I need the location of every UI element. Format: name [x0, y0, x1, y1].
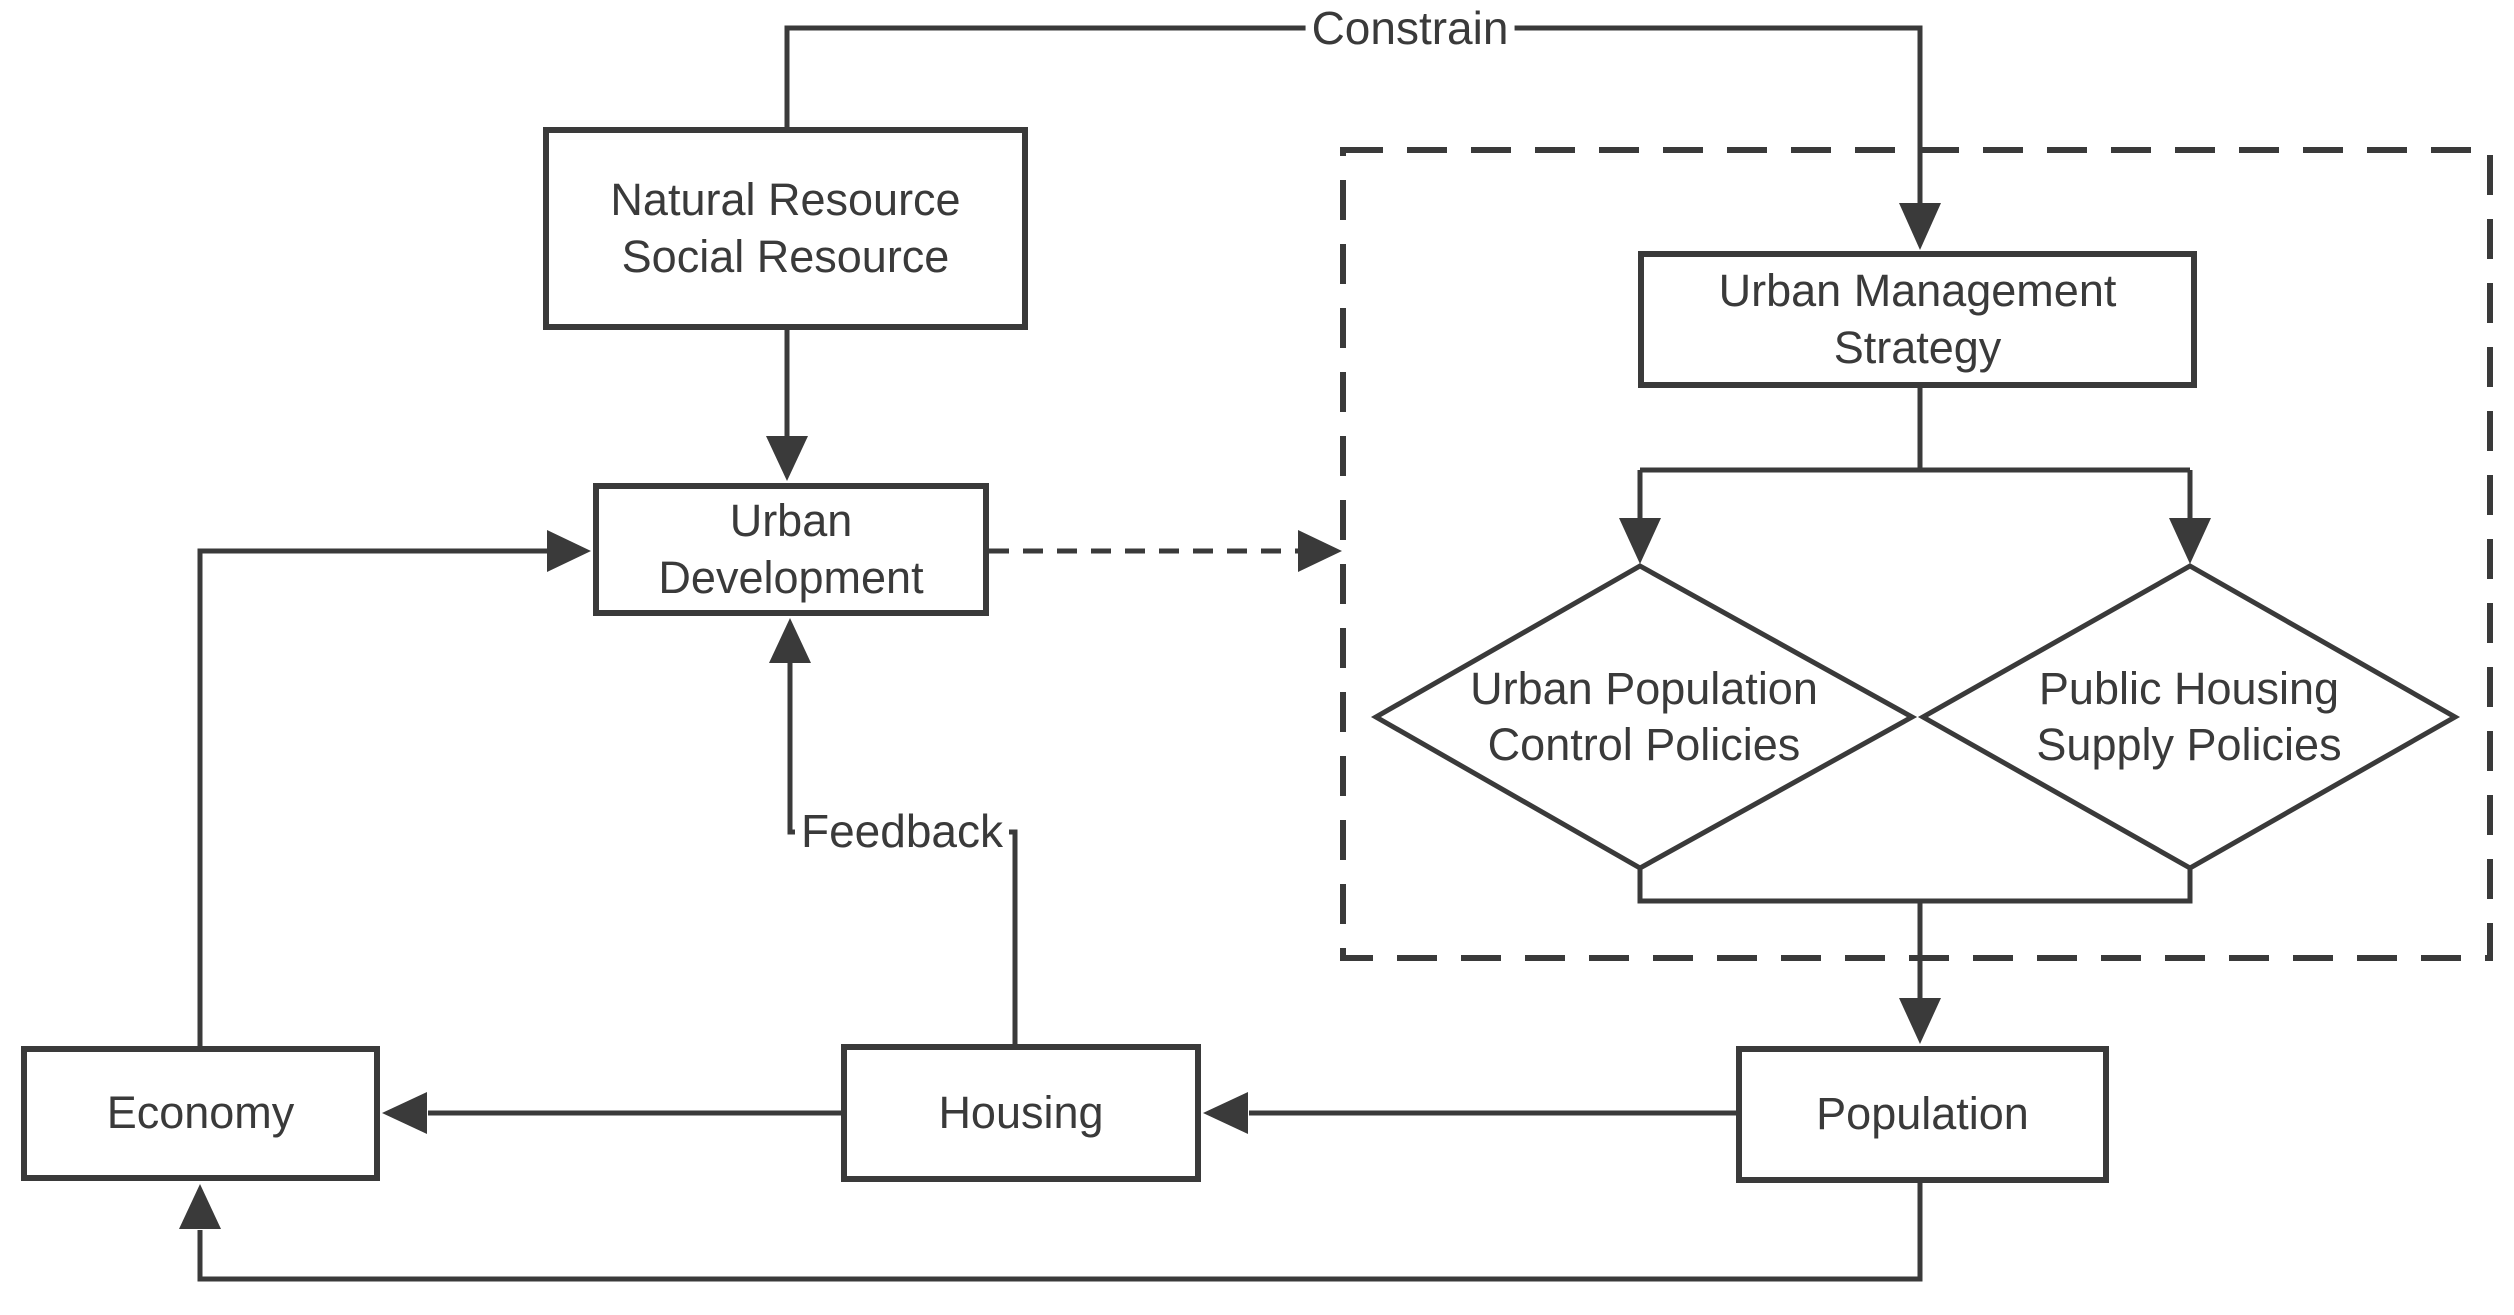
edge-economy-to-urban-development: [197, 548, 547, 1046]
node-population-label: Population: [1816, 1088, 2029, 1140]
node-natural-resource: Natural Resource Social Resource: [543, 127, 1028, 330]
node-urban-management-strategy: Urban Management Strategy: [1638, 251, 2197, 388]
arrowhead-into-population-top: [1899, 998, 1941, 1044]
arrowhead-into-economy-bottom: [179, 1184, 221, 1229]
edge-diamonds-merge-to-population: [1637, 868, 2193, 999]
policy-region-dashed-border: [1340, 147, 2493, 961]
node-urban-management-strategy-label: Urban Management Strategy: [1718, 265, 2117, 373]
arrowhead-into-urban-development-top: [766, 436, 808, 481]
node-urban-development: Urban Development: [593, 483, 989, 616]
arrowhead-into-housing-right: [1203, 1092, 1248, 1134]
arrowhead-into-urban-development-bottom: [769, 618, 811, 663]
node-natural-resource-label: Natural Resource Social Resource: [610, 174, 961, 282]
arrowhead-into-urban-management-top: [1899, 203, 1941, 250]
edge-label-constrain: Constrain: [1305, 1, 1515, 55]
edge-label-feedback: Feedback: [794, 804, 1010, 858]
edge-urban-management-split-to-diamonds: [1637, 388, 2193, 519]
node-public-housing-supply-policies-diamond: [1917, 563, 2461, 871]
node-housing-label: Housing: [938, 1086, 1104, 1138]
arrowhead-into-population-control-diamond: [1619, 518, 1661, 564]
node-population: Population: [1736, 1046, 2109, 1183]
node-urban-development-label: Urban Development: [658, 495, 924, 603]
arrowhead-into-housing-supply-diamond: [2169, 518, 2211, 564]
edge-population-to-economy-bottom-loop: [197, 1183, 1923, 1282]
node-urban-population-control-policies-diamond: [1370, 563, 1918, 871]
arrowhead-into-policy-region-left: [1298, 530, 1342, 572]
arrowhead-into-urban-development-left: [547, 530, 591, 572]
node-economy: Economy: [21, 1046, 380, 1181]
node-housing: Housing: [841, 1044, 1201, 1182]
node-economy-label: Economy: [106, 1087, 295, 1139]
arrowhead-into-economy-right: [382, 1092, 427, 1134]
